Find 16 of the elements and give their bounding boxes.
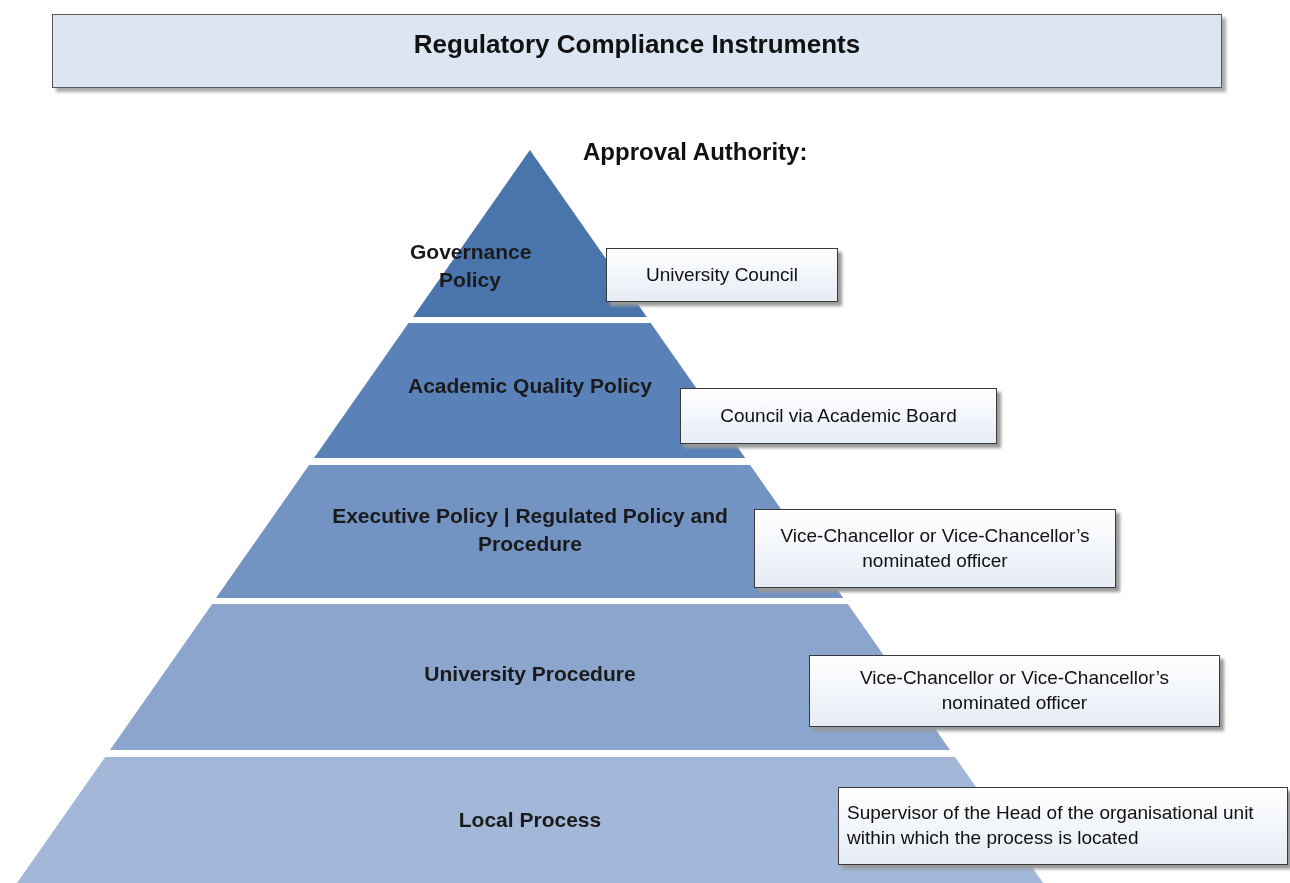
authority-box (606, 248, 838, 302)
authority-text: Vice-Chancellor or Vice-Chancellor’s nominated officer (858, 666, 1171, 715)
authority-text: Vice-Chancellor or Vice-Chancellor’s nominated officer (779, 523, 1091, 573)
authority-box (680, 388, 997, 444)
diagram-title: Regulatory Compliance Instruments (413, 28, 861, 60)
authority-box (754, 509, 1116, 588)
authority-text: University Council (645, 262, 798, 287)
authority-box (838, 787, 1288, 865)
authority-box (809, 655, 1220, 727)
section-heading: Approval Authority: (583, 138, 808, 166)
authority-text: Council via Academic Board (720, 403, 957, 428)
tier-label: Academic Quality Policy (407, 373, 653, 399)
tier-label: University Procedure (423, 661, 637, 687)
authority-text: Supervisor of the Head of the organisational unit within which the process is located (847, 801, 1255, 850)
tier-label: Local Process (457, 807, 603, 833)
tier-label: Executive Policy | Regulated Policy and Procedure (331, 503, 729, 558)
